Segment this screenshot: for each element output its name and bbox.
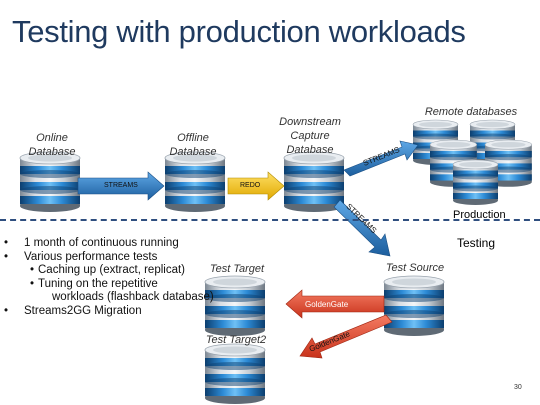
test-target2-database-icon [204,343,266,405]
bullet-item: workloads (flashback database) [52,291,214,303]
goldengate-diagonal-arrow [299,314,393,359]
remote-database-icon [452,159,499,206]
goldengate-arrow-label: GoldenGate [305,300,349,309]
production-label: Production [453,209,506,221]
goldengate-arrow [285,289,385,319]
downstream-capture-database-label: Downstream Capture Database [279,116,341,156]
test-target-label: Test Target [209,263,265,275]
online-database-icon [19,151,81,213]
downstream-capture-database-icon [283,151,345,213]
streams-to-remote-arrow [343,140,419,177]
offline-database-label: Offline Database [169,132,217,158]
streams-to-test-source-arrow [333,199,391,257]
bullet-item: •Streams2GG Migration [4,304,142,317]
bullet-list: •1 month of continuous running •Various … [4,237,214,318]
page-number: 30 [514,384,522,391]
test-target2-label: Test Target2 [205,334,267,346]
test-source-label: Test Source [385,262,445,274]
redo-arrow [227,171,285,201]
bullet-item: •Caching up (extract, replicat) [30,264,186,276]
online-database-label: Online Database [28,132,76,158]
offline-database-icon [164,151,226,213]
bullet-item: •1 month of continuous running [4,237,179,249]
production-testing-divider [0,219,540,221]
remote-databases-label: Remote databases [424,106,518,118]
streams-arrow [77,171,165,201]
testing-label: Testing [457,236,496,250]
test-source-database-icon [383,275,445,337]
slide-title: Testing with production workloads [12,14,466,49]
streams-arrow-label: STREAMS [104,182,138,189]
bullet-item: •Tuning on the repetitive [30,277,158,290]
redo-arrow-label: REDO [240,182,261,189]
bullet-item: •Various performance tests [4,250,158,263]
test-target-database-icon [204,275,266,337]
